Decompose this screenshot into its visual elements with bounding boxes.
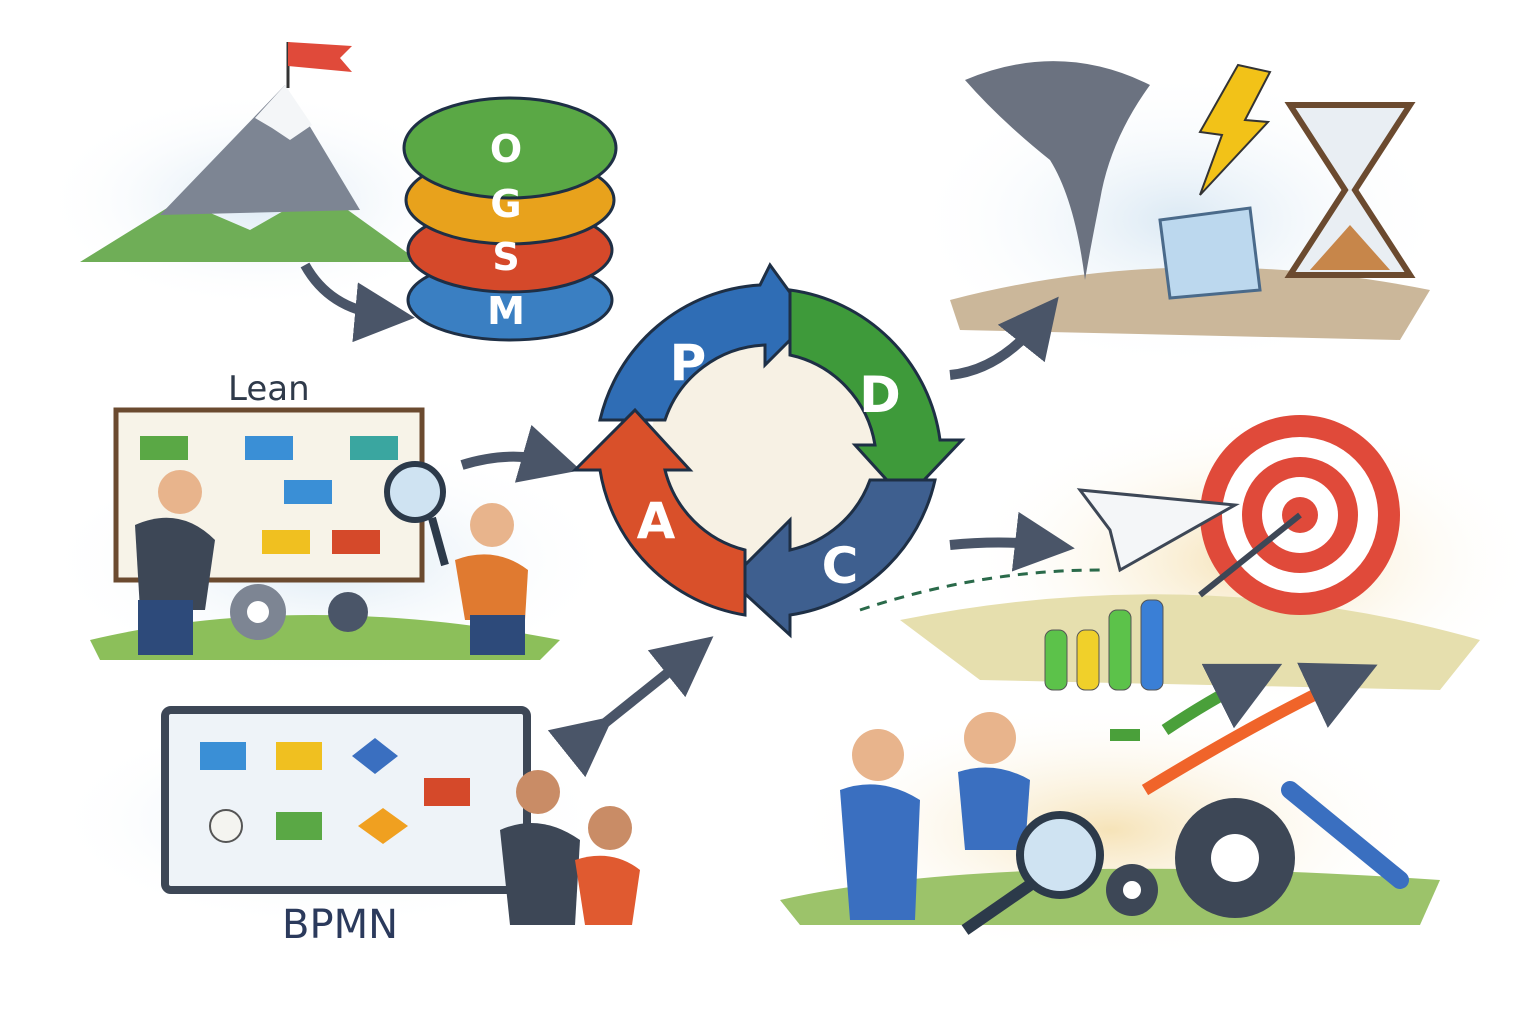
pdca-letter-c: C <box>822 537 859 595</box>
person-icon <box>158 470 202 514</box>
pdca-letter-d: D <box>859 366 901 424</box>
gear-icon <box>328 592 368 632</box>
person-icon <box>516 770 560 814</box>
hourglass-icon <box>1284 102 1416 278</box>
mountain-goal-scene <box>40 42 480 343</box>
magnifying-glass-icon <box>384 461 446 523</box>
bpmn-label: BPMN <box>282 902 398 948</box>
bpmn-scene <box>50 636 714 930</box>
lean-label: Lean <box>228 369 310 409</box>
ogsm-letter-o: O <box>490 127 522 171</box>
ogsm-letter-m: M <box>487 289 525 333</box>
pdca-arrow-do <box>788 288 966 503</box>
ice-block-icon <box>1158 206 1262 300</box>
pdca-letter-a: A <box>637 492 676 550</box>
flag-icon <box>288 42 352 72</box>
ogsm-letter-g: G <box>490 182 521 226</box>
target-scene <box>859 410 1536 710</box>
lightning-icon <box>1198 63 1272 196</box>
pdca-letter-p: P <box>670 334 707 392</box>
ogsm-stack: O G S M <box>402 96 618 342</box>
improvement-scene <box>780 662 1440 960</box>
person-icon <box>588 806 632 850</box>
person-icon <box>964 712 1016 764</box>
ogsm-letter-s: S <box>492 235 519 279</box>
pdca-arrow-plan <box>598 262 812 422</box>
wrench-icon <box>1281 781 1409 889</box>
paper-plane-icon <box>1076 488 1240 573</box>
magnifying-glass-icon <box>1016 811 1104 899</box>
disruption-scene <box>910 61 1450 380</box>
person-icon <box>470 503 514 547</box>
person-icon <box>852 729 904 781</box>
dart-icon <box>1198 512 1302 598</box>
lean-board-scene <box>40 407 620 680</box>
pdca-arrow-act <box>571 407 747 617</box>
test-tube-icon <box>1044 629 1068 691</box>
pdca-arrow-check <box>727 478 937 639</box>
bpmn-screen <box>161 706 531 894</box>
pdca-cycle: P D C A <box>571 262 966 639</box>
ogsm-layer-o <box>402 96 618 200</box>
tornado-icon <box>965 61 1150 280</box>
